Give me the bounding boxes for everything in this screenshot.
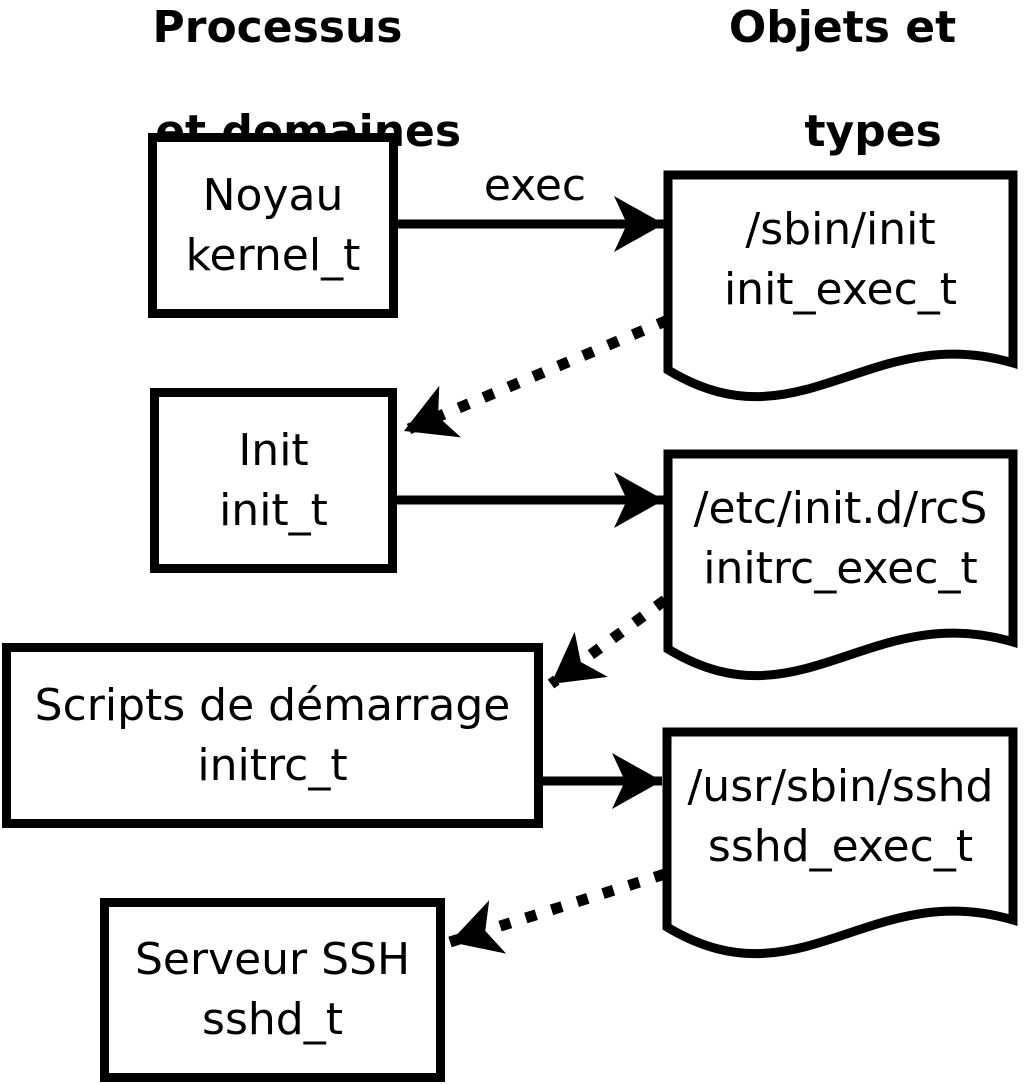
- object-doc-sbin-init: /sbin/init init_exec_t: [668, 180, 1013, 340]
- process-domain: init_t: [219, 484, 328, 536]
- object-path: /usr/sbin/sshd: [687, 761, 994, 812]
- process-name: Init: [238, 424, 309, 476]
- object-type: initrc_exec_t: [703, 543, 978, 594]
- process-domain: initrc_t: [197, 739, 348, 791]
- process-box-kernel: Noyau kernel_t: [148, 133, 398, 318]
- object-doc-usr-sbin-sshd: /usr/sbin/sshd sshd_exec_t: [668, 737, 1013, 897]
- process-box-sshd: Serveur SSH sshd_t: [100, 898, 445, 1082]
- column-header-objects: Objets et types: [655, 2, 1024, 158]
- dotted-arrow-sbininit-to-init: [401, 314, 671, 438]
- process-domain: kernel_t: [185, 229, 361, 281]
- object-path: /etc/init.d/rcS: [693, 483, 988, 534]
- process-name: Noyau: [202, 169, 344, 221]
- document-shape-etc-initd-rcs: [663, 449, 1018, 681]
- column-header-objects-line1: Objets et: [728, 2, 957, 53]
- document-shape-sbin-init: [663, 170, 1018, 402]
- process-name: Serveur SSH: [134, 934, 411, 985]
- object-type: sshd_exec_t: [707, 821, 974, 872]
- process-domain: sshd_t: [202, 994, 343, 1045]
- dotted-arrow-sshdexec-to-sshd: [448, 868, 667, 954]
- process-name: Scripts de démarrage: [34, 679, 511, 731]
- process-box-initrc: Scripts de démarrage initrc_t: [2, 643, 543, 828]
- document-shape-usr-sbin-sshd: [662, 727, 1018, 959]
- process-box-init: Init init_t: [150, 388, 397, 573]
- exec-edge-label: exec: [483, 160, 587, 211]
- object-type: init_exec_t: [723, 264, 958, 315]
- dotted-arrow-rcs-to-initrc: [547, 595, 669, 689]
- column-header-processes-line1: Processus: [152, 2, 403, 53]
- column-header-objects-line2: types: [804, 106, 942, 157]
- object-doc-etc-initd-rcs: /etc/init.d/rcS initrc_exec_t: [668, 459, 1013, 619]
- object-path: /sbin/init: [745, 204, 936, 255]
